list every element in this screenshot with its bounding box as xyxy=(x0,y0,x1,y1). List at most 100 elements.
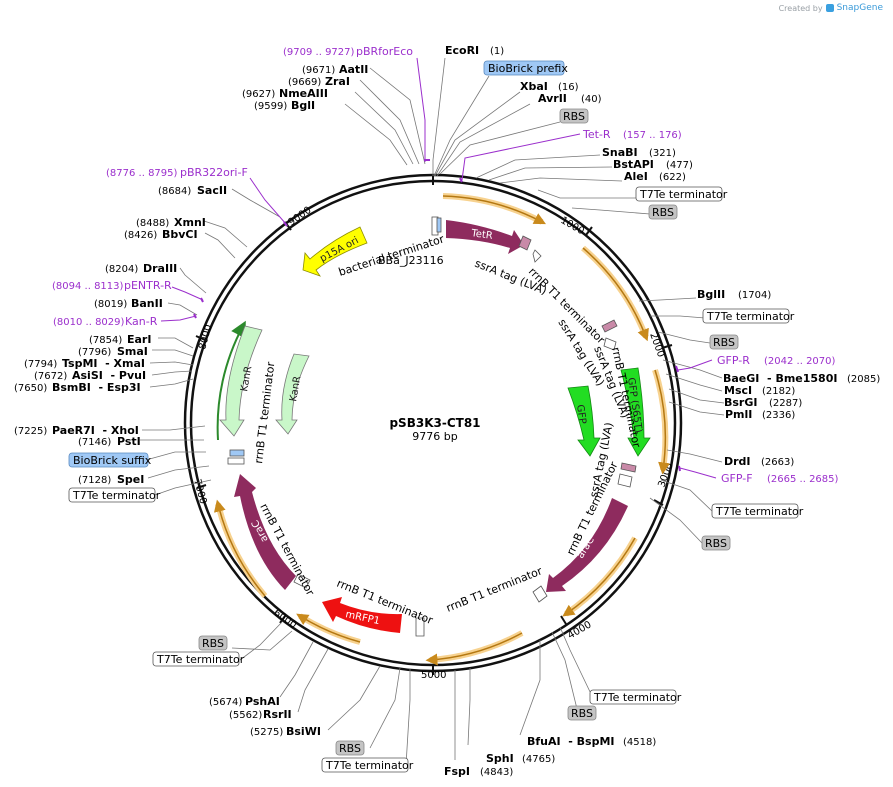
arac-arrow-left xyxy=(234,474,296,590)
site-nmeaiii: (9627) NmeAIII xyxy=(242,87,328,100)
site-pos: (16) xyxy=(558,82,579,93)
site-name: FspI xyxy=(444,765,470,778)
site-name: SpeI xyxy=(117,473,144,486)
primer-range: (9709 .. 9727) xyxy=(283,47,355,58)
primer-range: (8010 .. 8029) xyxy=(53,317,125,328)
primer-tet-r: Tet-R (157 .. 176) xyxy=(582,128,682,141)
primer-name: pBRforEco xyxy=(356,45,413,58)
t7te-label: T7Te terminator xyxy=(706,310,795,323)
leader-lines xyxy=(140,57,725,766)
rbs-label: RBS xyxy=(563,110,585,123)
site-name: DraIII xyxy=(143,262,177,275)
site-bbvci: (8426) BbvCI xyxy=(124,228,198,241)
t7te-label: T7Te terminator xyxy=(639,188,728,201)
site-fspi: FspI (4843) xyxy=(444,765,513,778)
gfp-s65t-arrow xyxy=(620,367,651,457)
site-pos: (4765) xyxy=(522,754,555,765)
site-pos: (7128) xyxy=(78,475,111,486)
site-pos: (622) xyxy=(659,172,686,183)
t7te-box-5: T7Te terminator xyxy=(321,757,414,773)
primer-range: (157 .. 176) xyxy=(623,130,682,141)
site-pos: (7146) xyxy=(78,437,111,448)
site-baegi-bme1580i: BaeGI - Bme1580I (2085) xyxy=(723,372,880,385)
site-alei: AleI (622) xyxy=(624,170,686,183)
biobrick-suffix-label: BioBrick suffix xyxy=(73,454,152,467)
site-bgli: (9599) BglI xyxy=(254,99,315,112)
t7te-box-4: T7Te terminator xyxy=(589,689,682,705)
site-name: RsrII xyxy=(263,708,292,721)
site-pos: (8426) xyxy=(124,230,157,241)
primer-gfp-r: GFP-R (2042 .. 2070) xyxy=(717,354,836,367)
site-spei: (7128) SpeI xyxy=(78,473,144,486)
site-bsiwi: (5275) BsiWI xyxy=(250,725,321,738)
primer-range: (8094 .. 8113) xyxy=(52,281,124,292)
site-name: EcoRI xyxy=(445,44,479,57)
site-name: AvrII xyxy=(538,92,567,105)
site-aatii: (9671) AatII xyxy=(302,63,368,76)
primer-name: pBR322ori-F xyxy=(180,166,248,179)
small-feature-glyphs xyxy=(227,216,637,637)
rbs-label: RBS xyxy=(713,336,735,349)
primer-pbr322ori-f: (8776 .. 8795) pBR322ori-F xyxy=(106,166,248,179)
t7te-label: T7Te terminator xyxy=(156,653,245,666)
t7te-box-1: T7Te terminator xyxy=(635,186,728,202)
site-eari: (7854) EarI xyxy=(89,333,151,346)
site-bsrgi: BsrGI (2287) xyxy=(724,396,802,409)
rbs-box-1: RBS xyxy=(559,108,589,124)
site-pos: (1) xyxy=(490,46,504,57)
site-xbai: XbaI (16) xyxy=(520,80,579,93)
site-avrii: AvrII (40) xyxy=(538,92,602,105)
site-name: ZraI xyxy=(325,75,350,88)
site-name: BfuAI - BspMI xyxy=(527,735,615,748)
rbs-label: RBS xyxy=(202,637,224,650)
site-pos: (9671) xyxy=(302,65,335,76)
site-name: BsiWI xyxy=(286,725,321,738)
tetr-arrow xyxy=(446,220,524,254)
biobrick-suffix-box: BioBrick suffix xyxy=(68,452,152,468)
site-pos: (4518) xyxy=(623,737,656,748)
rbs-label: RBS xyxy=(705,537,727,550)
site-pos: (321) xyxy=(649,148,676,159)
site-pos: (4843) xyxy=(480,767,513,778)
site-name: BglII xyxy=(697,288,725,301)
bba-j23116-label: BBa_J23116 xyxy=(378,254,444,267)
site-ecori: EcoRI (1) xyxy=(445,44,504,57)
t7te-box-3: T7Te terminator xyxy=(711,503,804,519)
site-pos: (8019) xyxy=(94,299,127,310)
arac-arrow-right xyxy=(546,498,628,592)
site-name: XmnI xyxy=(174,216,206,229)
t7te-arcs xyxy=(213,193,671,666)
site-pos: (40) xyxy=(581,94,602,105)
rbs-box-6: RBS xyxy=(335,740,365,756)
site-name: MscI xyxy=(724,384,752,397)
rbs-label: RBS xyxy=(339,742,361,755)
tick-5000: 5000 xyxy=(421,670,446,681)
primer-pentr-r: (8094 .. 8113) pENTR-R xyxy=(52,279,172,292)
gfp-arrow xyxy=(567,385,601,457)
site-pos: (5674) xyxy=(209,697,242,708)
site-bfuai-bspmi: BfuAI - BspMI (4518) xyxy=(527,735,656,748)
site-name: AleI xyxy=(624,170,648,183)
site-pmli: PmlI (2336) xyxy=(725,408,795,421)
site-bstapi: BstAPI (477) xyxy=(613,158,693,171)
rbs-box-2: RBS xyxy=(648,204,678,220)
site-name: BanII xyxy=(131,297,163,310)
primer-range: (2665 .. 2685) xyxy=(767,474,839,485)
site-name: PshAI xyxy=(245,695,280,708)
site-pos: (5562) xyxy=(229,710,262,721)
site-pos: (2336) xyxy=(762,410,795,421)
site-name: PstI xyxy=(117,435,141,448)
primer-kan-r: (8010 .. 8029) Kan-R xyxy=(53,315,158,328)
primer-name: pENTR-R xyxy=(124,279,172,292)
primer-pbrforeco: (9709 .. 9727) pBRforEco xyxy=(283,45,413,58)
site-name: NmeAIII xyxy=(279,87,328,100)
site-name: BsmBI - Esp3I xyxy=(52,381,141,394)
site-psti: (7146) PstI xyxy=(78,435,141,448)
site-pos: (2085) xyxy=(847,374,880,385)
site-bglii: BglII (1704) xyxy=(697,288,771,301)
t7te-label: T7Te terminator xyxy=(72,489,161,502)
t7te-box-7: T7Te terminator xyxy=(68,487,161,503)
kanr-arrow-1 xyxy=(219,325,263,437)
site-pos: (8488) xyxy=(136,218,169,229)
site-asisi-pvui: (7672) AsiSI - PvuI xyxy=(34,369,146,382)
